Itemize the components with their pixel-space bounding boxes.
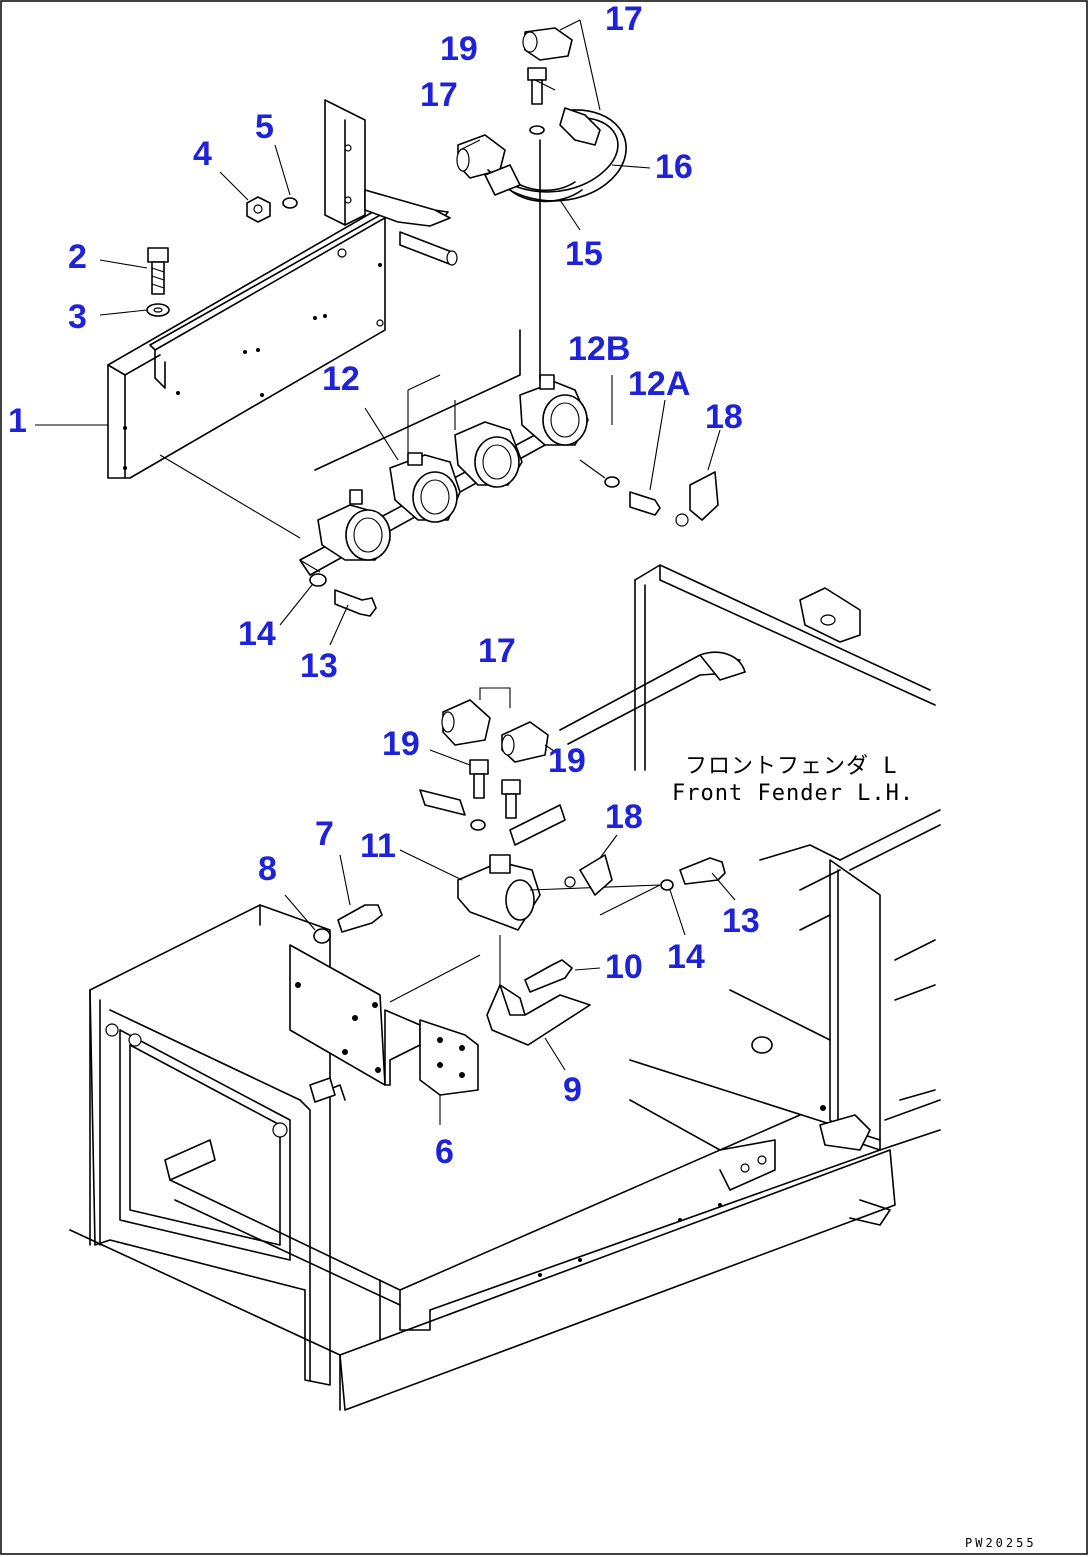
front-fender — [559, 564, 941, 871]
bolt-part-13-top — [334, 589, 377, 617]
callout-6: 6 — [435, 1133, 454, 1171]
callout-12: 12 — [322, 360, 360, 398]
callout-10: 10 — [605, 948, 643, 986]
callout-18-top: 18 — [705, 398, 743, 436]
callout-2: 2 — [68, 238, 87, 276]
callout-8: 8 — [258, 850, 277, 888]
lamp-row — [299, 139, 589, 576]
plate-part-6 — [289, 944, 481, 1125]
washer-part-8 — [313, 928, 331, 944]
callout-19-right: 19 — [548, 742, 586, 780]
callout-16: 16 — [655, 148, 693, 186]
callout-15: 15 — [565, 235, 603, 273]
leader-lines — [35, 79, 736, 1071]
bolt-part-10 — [524, 959, 573, 993]
lamp-bracket — [107, 99, 458, 479]
bolt-part-12a — [579, 459, 661, 516]
callout-3: 3 — [68, 298, 87, 336]
callout-14-bottom: 14 — [667, 938, 705, 976]
callout-11: 11 — [360, 827, 396, 865]
fender-note-jp: フロントフェンダ L — [685, 754, 898, 779]
callout-18-lower: 18 — [605, 798, 643, 836]
callout-13-bottom: 13 — [722, 902, 760, 940]
harness-top — [456, 19, 651, 231]
callout-14-top: 14 — [238, 615, 276, 653]
callout-17-lower: 17 — [478, 632, 516, 670]
washer-part-5 — [282, 197, 298, 209]
callout-7: 7 — [315, 815, 334, 853]
harness-bottom — [419, 687, 726, 990]
clip-part-18-top — [675, 471, 719, 527]
bolt-part-7 — [337, 904, 383, 933]
fender-note-en: Front Fender L.H. — [672, 781, 914, 806]
callout-13-top: 13 — [300, 647, 338, 685]
callout-12b: 12B — [568, 330, 630, 368]
callout-17-left: 17 — [420, 76, 458, 114]
drawing-code: PW20255 — [965, 1536, 1037, 1550]
callout-4: 4 — [193, 135, 212, 173]
callout-17-top: 17 — [605, 0, 643, 38]
bolt-part-2 — [147, 247, 169, 295]
chassis-frame — [69, 844, 941, 1411]
bracket-part-9 — [486, 984, 591, 1046]
washer-part-14-top — [309, 573, 327, 587]
callout-19-top: 19 — [440, 30, 478, 68]
callout-9: 9 — [563, 1071, 582, 1109]
callout-12a: 12A — [628, 365, 690, 403]
callout-1: 1 — [8, 402, 27, 440]
nut-part-4 — [246, 196, 271, 223]
callout-19-left: 19 — [382, 725, 420, 763]
callout-5: 5 — [255, 108, 274, 146]
